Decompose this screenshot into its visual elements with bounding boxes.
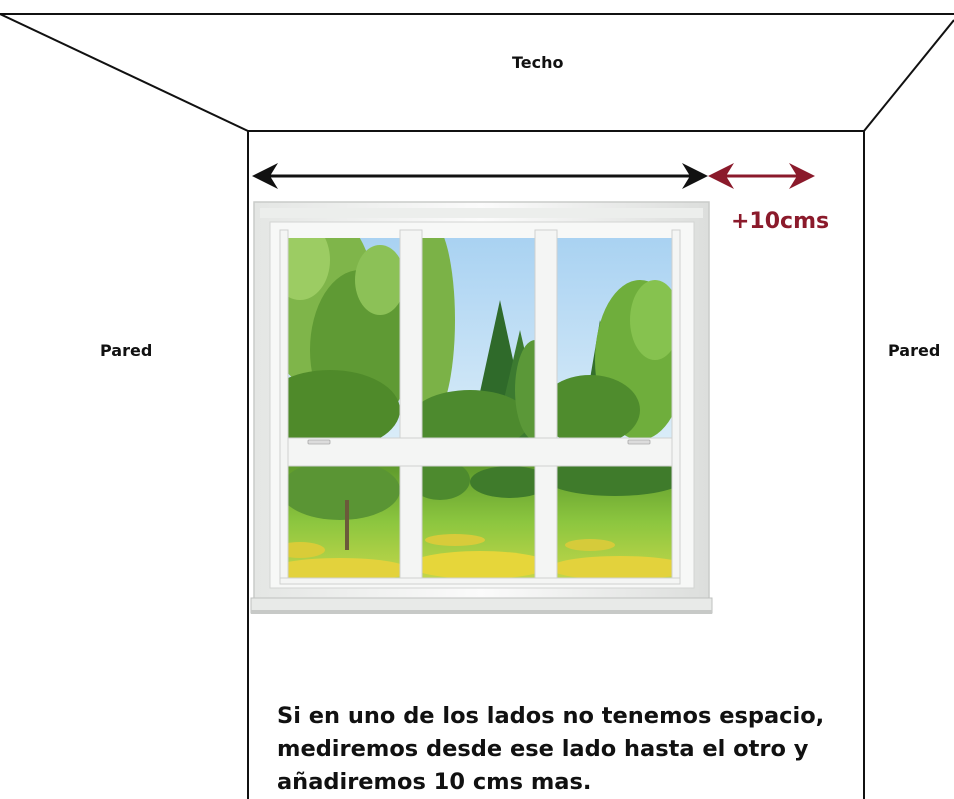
instruction-caption: Si en uno de los lados no tenemos espaci… bbox=[277, 700, 877, 799]
extra-width-arrow bbox=[708, 163, 815, 189]
left-wall-label: Pared bbox=[100, 341, 153, 360]
caption-line: mediremos desde ese lado hasta el otro y bbox=[277, 736, 809, 762]
arrowhead-left bbox=[708, 163, 734, 189]
window-latch-left bbox=[307, 439, 331, 445]
arrowhead-left bbox=[252, 163, 278, 189]
caption-line: añadiremos 10 cms mas. bbox=[277, 769, 592, 795]
pane-top-middle bbox=[422, 238, 535, 438]
extra-width-label: +10cms bbox=[731, 209, 830, 234]
pane-bottom-middle bbox=[422, 466, 535, 578]
caption-line: Si en uno de los lados no tenemos espaci… bbox=[277, 703, 825, 729]
right-wall-label: Pared bbox=[888, 341, 941, 360]
pane-top-left bbox=[288, 238, 400, 438]
ceiling-label: Techo bbox=[512, 53, 564, 72]
window-mullions bbox=[279, 229, 681, 585]
arrowhead-right bbox=[682, 163, 708, 189]
pane-top-right bbox=[557, 238, 672, 438]
ceiling-right-edge bbox=[863, 19, 954, 132]
window-illustration bbox=[250, 201, 713, 614]
arrowhead-right bbox=[789, 163, 815, 189]
pane-bottom-left bbox=[288, 466, 400, 578]
ceiling-left-edge bbox=[0, 13, 249, 132]
window-width-arrow bbox=[252, 163, 708, 189]
window-latch-right bbox=[627, 439, 651, 445]
pane-bottom-right bbox=[557, 466, 672, 578]
room-outline bbox=[0, 13, 954, 799]
